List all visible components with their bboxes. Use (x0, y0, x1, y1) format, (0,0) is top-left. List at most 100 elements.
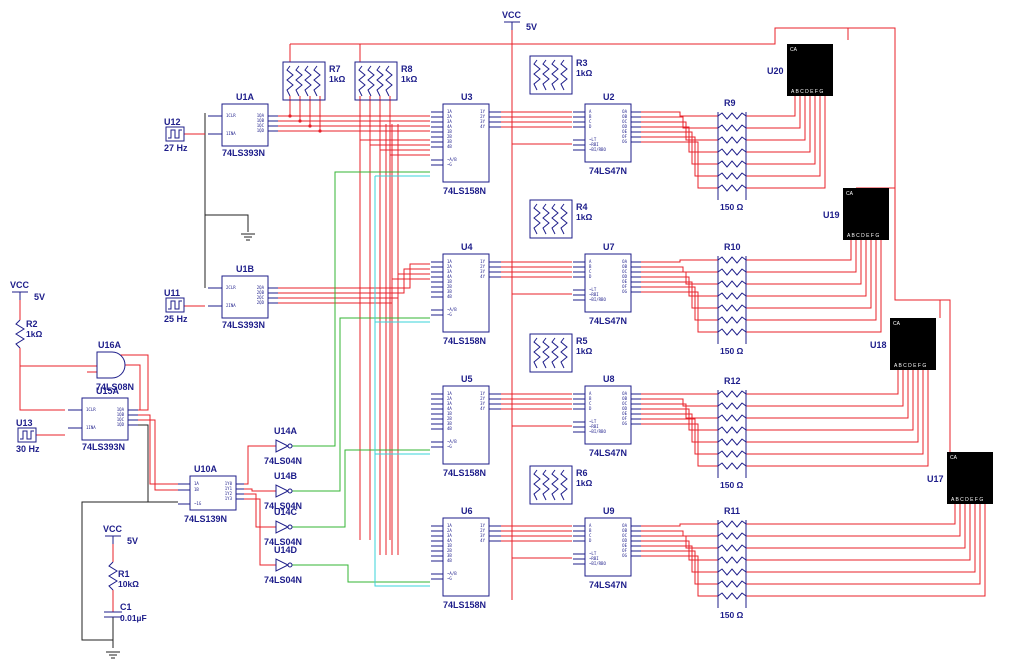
wire (746, 96, 826, 189)
wire (244, 498, 276, 566)
wire (278, 263, 430, 289)
pin-label: OG (622, 421, 627, 426)
wire (746, 504, 976, 573)
wire (746, 504, 971, 561)
resistor-icon (108, 561, 118, 591)
pin-label: 2A (447, 114, 452, 119)
pin-label: A (589, 259, 592, 264)
resistor-icon (551, 469, 559, 501)
pin-label: 1A (447, 109, 452, 114)
pin-label: C (589, 119, 592, 124)
pin-label: OF (622, 548, 627, 553)
wire (746, 370, 899, 395)
counter-chip (221, 275, 269, 319)
seven-segment-display (843, 188, 889, 240)
vcc-label: VCC (103, 524, 123, 534)
wire (641, 423, 718, 467)
resistor-icon (560, 337, 568, 369)
pin-label: 2B (447, 284, 452, 289)
wire (641, 141, 718, 189)
wire (746, 370, 929, 467)
pin-label: ~BI/RBO (589, 297, 606, 302)
wire (746, 96, 801, 129)
pin-label: 1CLR (86, 407, 96, 412)
pin-label: 4A (447, 538, 452, 543)
wire (641, 523, 718, 527)
display-segments: A B C D E F G (894, 363, 926, 369)
pin-label: 2QC (257, 295, 265, 300)
wire (746, 370, 919, 443)
pin-label: 2B (447, 548, 452, 553)
chip-part: 74LS393N (222, 148, 265, 158)
wire (244, 493, 276, 528)
wire (136, 414, 178, 485)
resistor-ref: R7 (329, 64, 341, 74)
resistor-pack (529, 465, 573, 505)
wire (641, 535, 718, 549)
wire (746, 370, 914, 431)
pin-label: 2A (447, 264, 452, 269)
wire (641, 111, 718, 117)
chip-ref: U2 (603, 92, 615, 102)
gate-ref: U14C (274, 507, 298, 517)
chip-ref: U6 (461, 506, 473, 516)
resistor-ref: R9 (724, 98, 736, 108)
seven-segment-display (890, 318, 936, 370)
pin-label: 1B (447, 279, 452, 284)
clock-ref: U13 (16, 418, 33, 428)
pin-label: ~G (447, 312, 452, 317)
wire (641, 413, 718, 443)
pin-label: ~BI/RBO (589, 429, 606, 434)
wire (641, 126, 718, 153)
pin-label: 1QA (257, 113, 265, 118)
pin-label: C (589, 269, 592, 274)
square-wave-icon (168, 129, 182, 139)
pin-label: 1B (194, 487, 199, 492)
clock-ref: U11 (164, 288, 180, 298)
clock-frequency: 25 Hz (164, 314, 188, 324)
wire (641, 403, 718, 419)
resistor-icon (717, 520, 747, 528)
clock-ref: U12 (164, 117, 181, 127)
resistor-value: 1kΩ (329, 74, 345, 84)
pin-label: 3A (447, 119, 452, 124)
and-gate-icon (96, 351, 126, 379)
wire (746, 96, 821, 177)
pin-label: 1Y (480, 391, 485, 396)
pin-label: 1B (447, 411, 452, 416)
wire (746, 504, 981, 585)
resistor-value: 150 Ω (720, 610, 744, 620)
wire (290, 27, 849, 45)
wire (641, 545, 718, 573)
resistor-ref: R6 (576, 468, 588, 478)
resistor-ref: R3 (576, 58, 588, 68)
display-ref: U18 (870, 340, 887, 350)
wire (204, 113, 249, 232)
inverter-bubble-icon (287, 443, 293, 449)
pin-label: 1QB (257, 118, 265, 123)
pin-label: OB (622, 264, 627, 269)
resistor-icon (542, 469, 550, 501)
pin-label: 1A (194, 481, 199, 486)
pin-label: 1QD (117, 422, 125, 427)
pin-label: OG (622, 553, 627, 558)
pin-label: 3A (447, 533, 452, 538)
gate-part: 74LS04N (264, 537, 302, 547)
pin-label: OA (622, 109, 627, 114)
pin-label: 1QC (117, 417, 125, 422)
wire (746, 370, 909, 419)
pin-label: OB (622, 528, 627, 533)
pin-label: ~RBI (589, 142, 599, 147)
wire (746, 96, 811, 153)
counter-chip (221, 103, 269, 147)
pin-label: OF (622, 416, 627, 421)
vcc-value: 5V (34, 292, 45, 302)
pin-label: OD (622, 538, 627, 543)
wire (940, 299, 951, 452)
chip-ref: U1A (236, 92, 255, 102)
chip-part: 74LS47N (589, 316, 627, 326)
seven-segment-display (947, 452, 993, 504)
clock-frequency: 30 Hz (16, 444, 40, 454)
resistor-value: 1kΩ (576, 346, 592, 356)
